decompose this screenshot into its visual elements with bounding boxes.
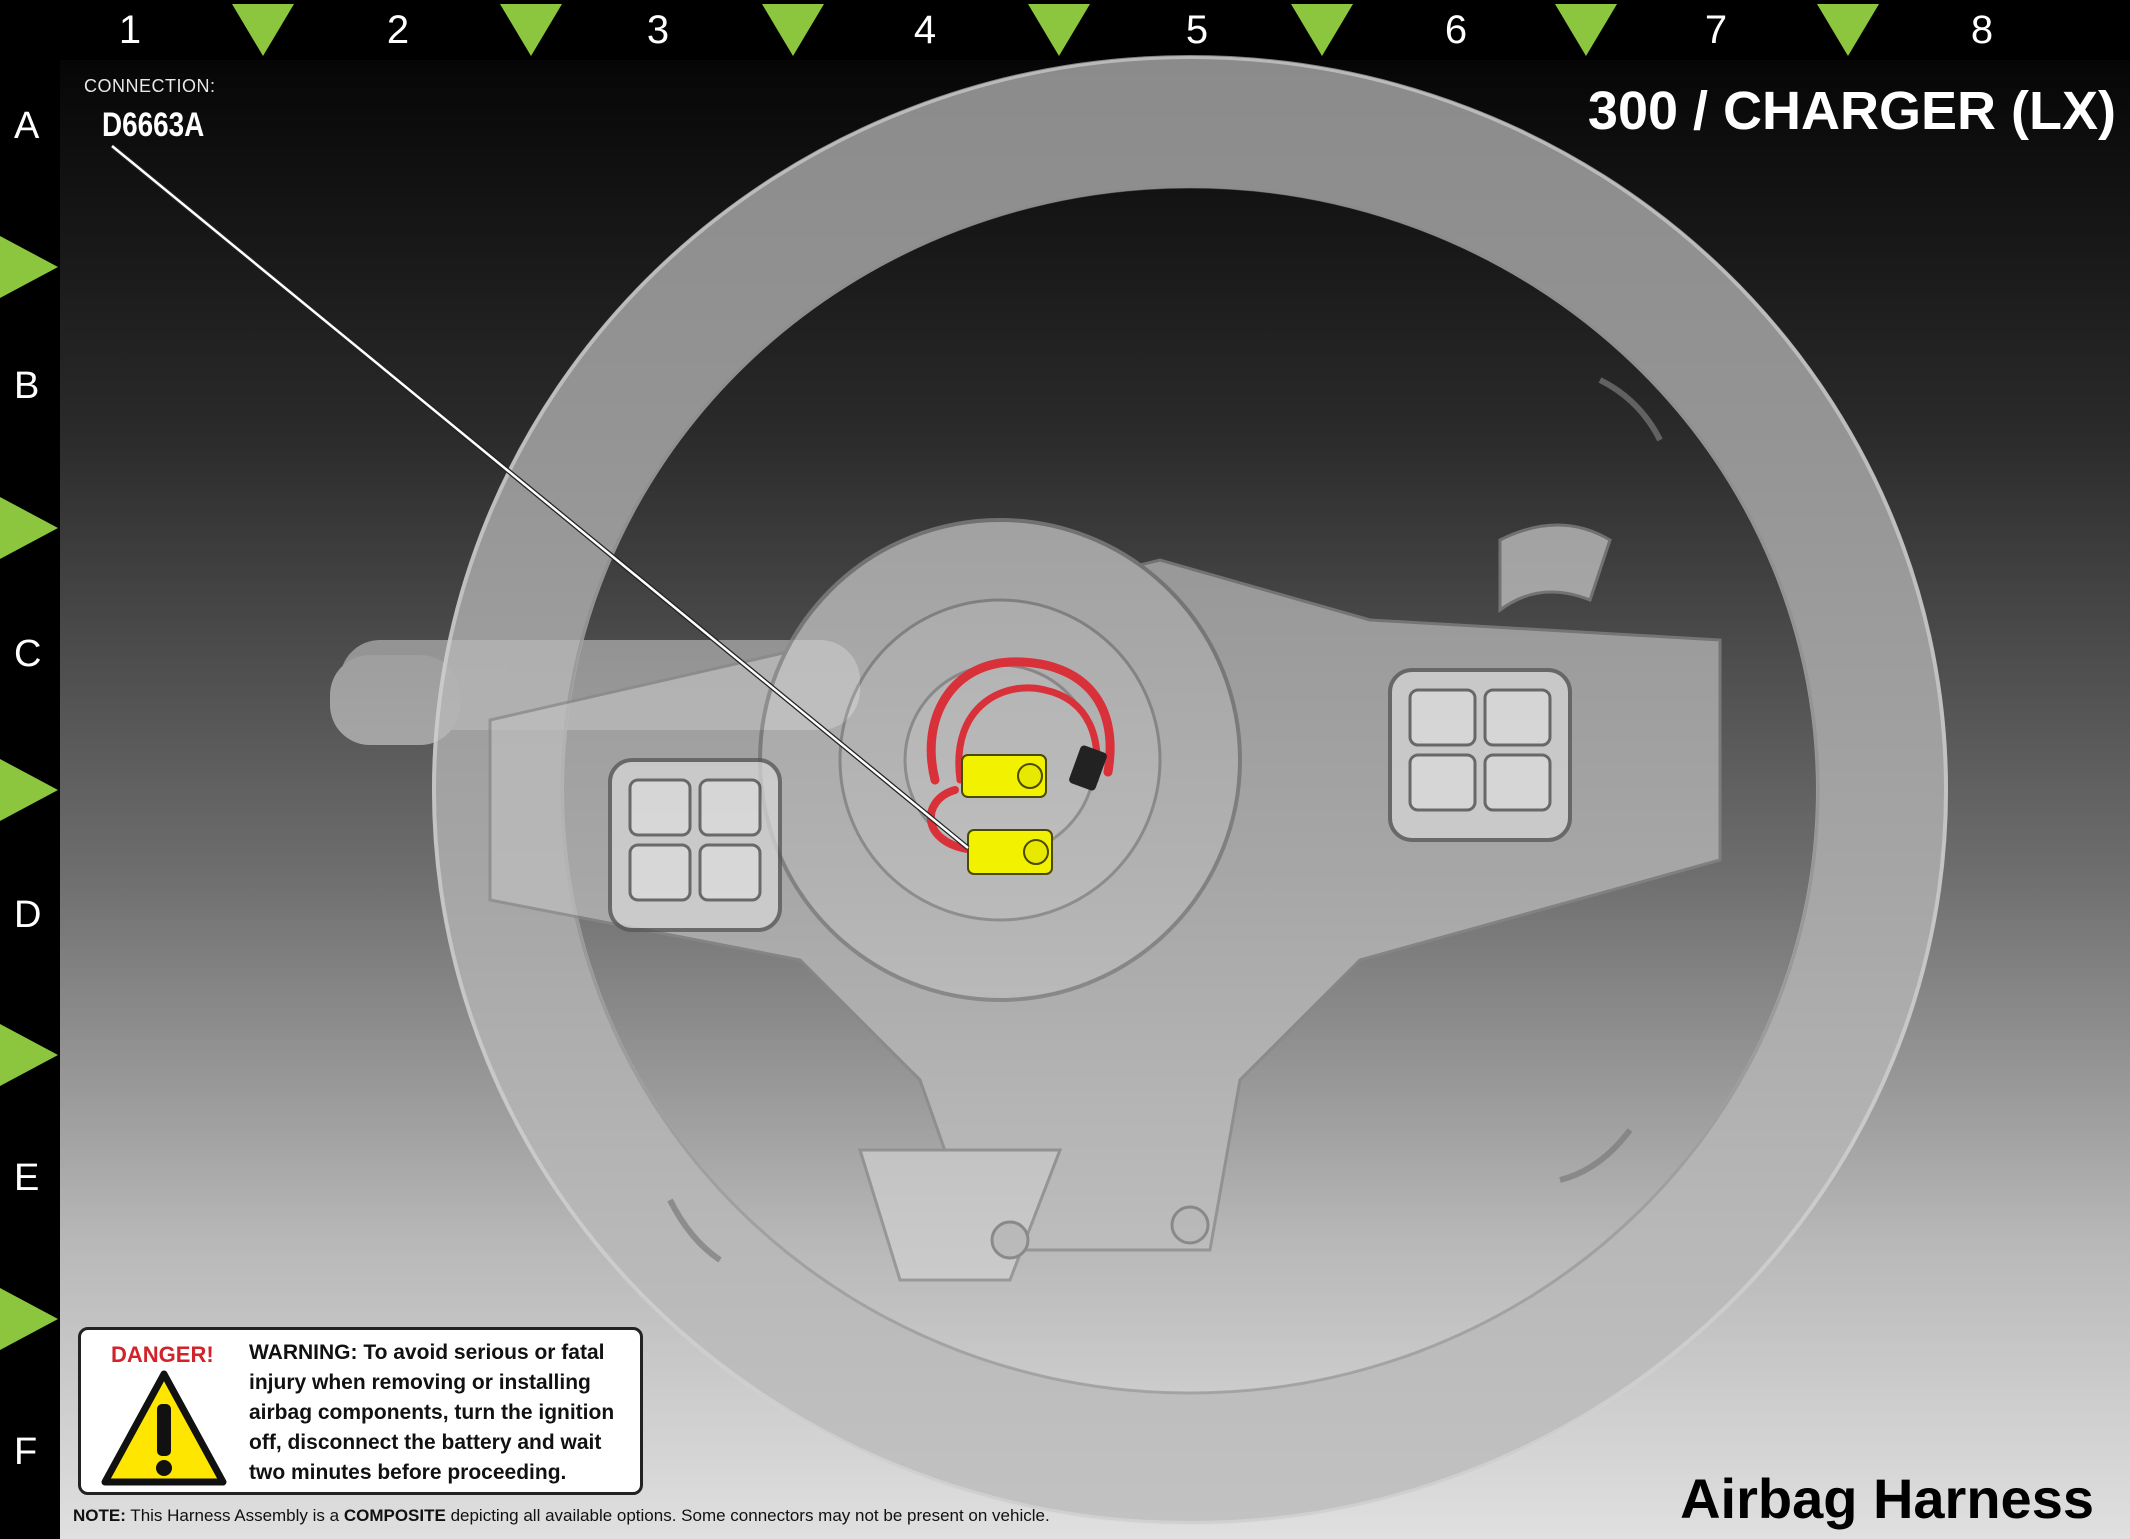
grid-column-6: 6	[1444, 8, 1468, 52]
danger-warning-triangle-icon	[101, 1370, 227, 1486]
grid-marker-triangle-icon	[500, 4, 562, 56]
rim-grip-segments	[667, 377, 1663, 1263]
grid-row-f: F	[14, 1431, 38, 1473]
danger-warning-text: WARNING: To avoid serious or fatal injur…	[249, 1341, 615, 1484]
grid-row-bar: A B C D E F	[0, 0, 60, 1539]
grid-row-e: E	[14, 1157, 40, 1199]
grid-row-c: C	[14, 633, 42, 675]
grid-marker-triangle-icon	[0, 1288, 58, 1350]
danger-heading: DANGER!	[111, 1342, 214, 1367]
grid-column-8: 8	[1970, 8, 1994, 52]
callout-leader-line	[110, 144, 970, 850]
row-markers	[0, 236, 58, 1350]
diagram-title: Airbag Harness	[1680, 1467, 2094, 1530]
paddle-shifter	[1498, 523, 1612, 613]
right-switch-pad	[1388, 668, 1572, 842]
grid-marker-triangle-icon	[0, 497, 58, 559]
grid-row-b: B	[14, 365, 40, 407]
grid-column-2: 2	[386, 8, 410, 52]
note-emphasis: COMPOSITE	[343, 1506, 446, 1525]
grid-column-4: 4	[913, 8, 937, 52]
grid-column-7: 7	[1704, 8, 1728, 52]
model-title: 300 / CHARGER (LX)	[1587, 81, 2116, 141]
grid-column-3: 3	[646, 8, 670, 52]
danger-warning-box: DANGER! WARNING: To avoid serious or fat…	[78, 1327, 643, 1495]
grid-column-bar: 1 2 3 4 5 6 7 8	[0, 0, 2130, 60]
grid-marker-triangle-icon	[1817, 4, 1879, 56]
grid-marker-triangle-icon	[762, 4, 824, 56]
grid-marker-triangle-icon	[0, 1024, 58, 1086]
note-text-1: This Harness Assembly is a	[125, 1506, 344, 1525]
grid-marker-triangle-icon	[0, 236, 58, 298]
grid-marker-triangle-icon	[232, 4, 294, 56]
connection-label: CONNECTION:	[84, 76, 216, 96]
grid-column-1: 1	[118, 8, 142, 52]
grid-marker-triangle-icon	[1555, 4, 1617, 56]
left-switch-pad	[608, 758, 782, 932]
grid-marker-triangle-icon	[0, 759, 58, 821]
grid-marker-triangle-icon	[1028, 4, 1090, 56]
grid-column-5: 5	[1185, 8, 1209, 52]
airbag-connector-upper	[961, 754, 1047, 798]
note-text-2: depicting all available options. Some co…	[445, 1506, 1050, 1525]
grid-marker-triangle-icon	[1291, 4, 1353, 56]
airbag-harness-wires	[926, 657, 1115, 854]
grid-row-d: D	[14, 894, 42, 936]
connection-id: D6663A	[102, 106, 205, 144]
column-markers	[232, 4, 1879, 56]
harness-clip	[1069, 745, 1107, 791]
grid-row-a: A	[14, 105, 40, 147]
composite-note: NOTE: This Harness Assembly is a COMPOSI…	[73, 1506, 1050, 1526]
note-prefix: NOTE:	[73, 1506, 126, 1525]
airbag-connector-lower	[967, 829, 1053, 875]
